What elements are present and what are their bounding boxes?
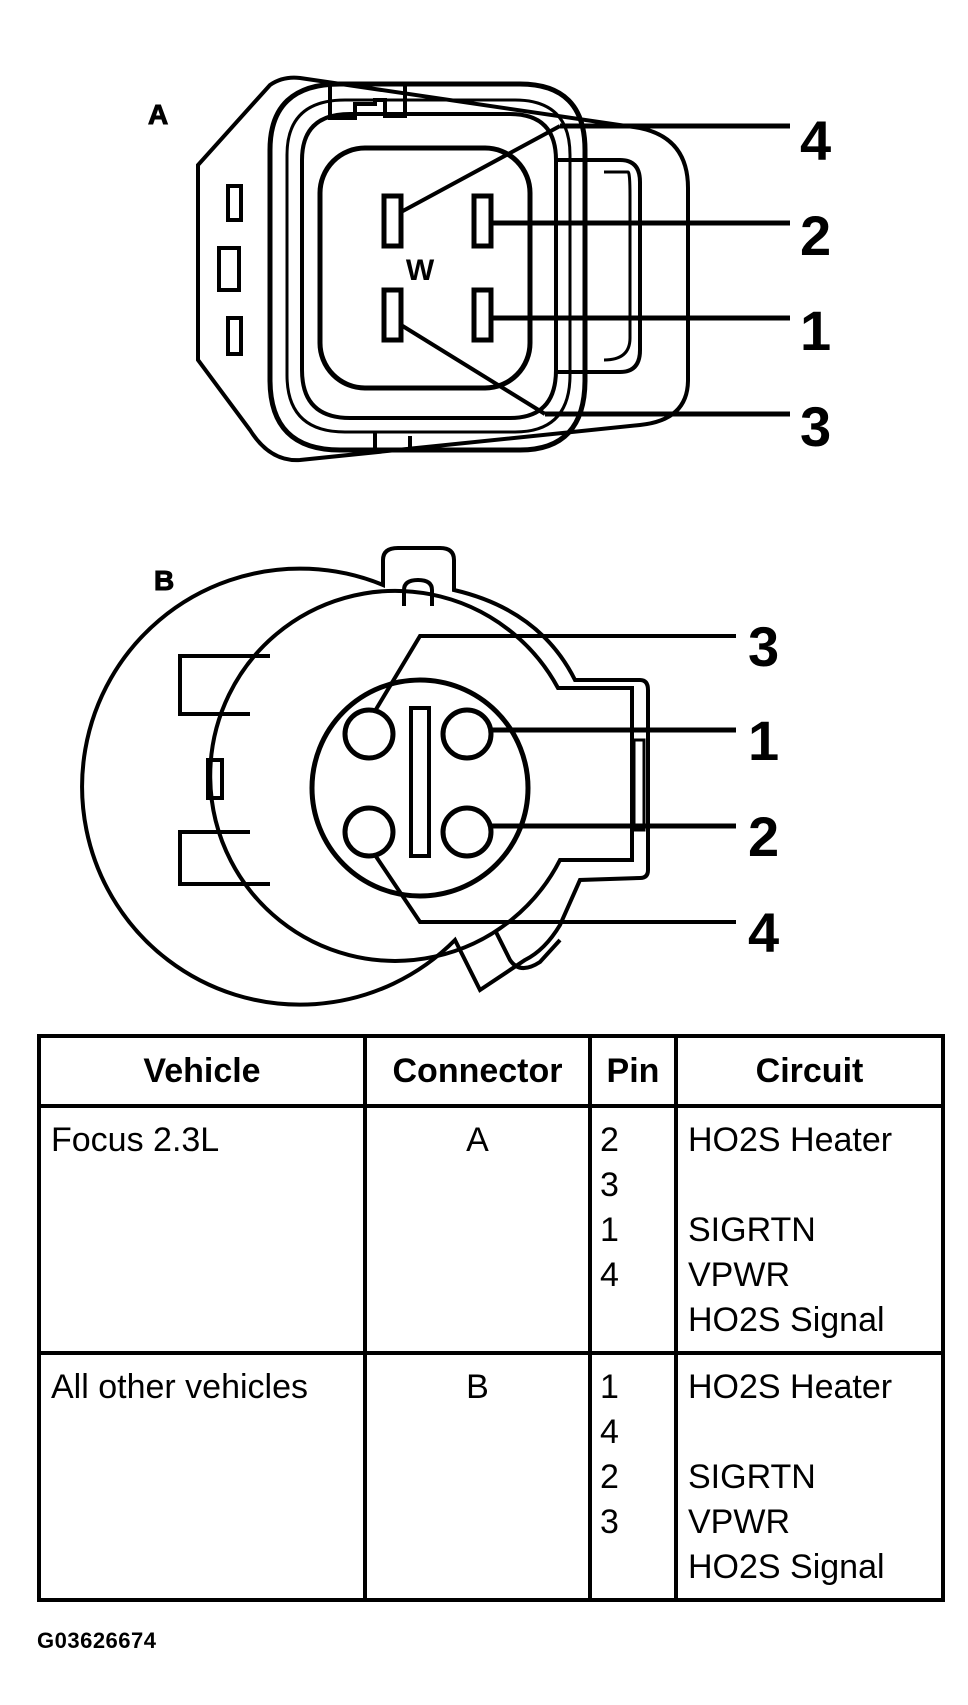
connector-a-rim	[267, 81, 588, 453]
connector-b-pin-4	[342, 805, 396, 859]
connector-b-callout-2: 2	[748, 805, 779, 868]
connector-b-ring	[208, 588, 634, 963]
cell-pins: 2 3 1 4	[588, 1104, 678, 1355]
connector-a-callout-4: 4	[800, 109, 831, 172]
figure-id: G03626674	[37, 1628, 157, 1653]
connector-a-leader-3	[399, 323, 547, 416]
connector-b-leader-4	[373, 853, 736, 924]
pin-value: 2	[600, 1121, 619, 1159]
connector-a-notch	[328, 84, 407, 120]
cell-circuits: HO2S Heater SIGRTN VPWR HO2S Signal	[674, 1104, 945, 1355]
cell-pins: 1 4 2 3	[588, 1351, 678, 1602]
connector-b-leader-3	[373, 634, 736, 713]
connector-a-side-tab	[226, 316, 243, 356]
connector-b-callout-1: 1	[748, 709, 779, 772]
pinout-table: Vehicle Connector Pin Circuit Focus 2.3L…	[37, 1034, 945, 1602]
cell-vehicle: Focus 2.3L	[37, 1104, 367, 1355]
connector-a-cavity	[317, 145, 533, 391]
connector-b-label: B	[154, 565, 174, 596]
connector-b-pin-3	[342, 707, 396, 761]
cell-connector: B	[363, 1351, 592, 1602]
circuit-value: VPWR	[688, 1256, 790, 1294]
circuit-value	[688, 1410, 931, 1455]
header-pin: Pin	[588, 1034, 678, 1108]
connector-a-callout-2: 2	[800, 204, 831, 267]
connector-a-latch	[603, 170, 632, 362]
cell-vehicle: All other vehicles	[37, 1351, 367, 1602]
connector-b-pin-2	[440, 805, 494, 859]
connector-a-label: A	[148, 99, 168, 130]
header-vehicle: Vehicle	[37, 1034, 367, 1108]
circuit-value	[688, 1163, 931, 1208]
connector-diagram: A W 4 2 1 3 B	[80, 75, 831, 1007]
connector-a-rim	[300, 112, 558, 420]
header-circuit: Circuit	[674, 1034, 945, 1108]
connector-b-key	[402, 577, 434, 606]
connector-a: A	[148, 75, 790, 463]
circuit-value: VPWR	[688, 1503, 790, 1541]
pin-value: 3	[600, 1166, 619, 1204]
connector-b-latch-slot	[632, 738, 646, 832]
connector-a-side-tab	[226, 184, 243, 222]
table-row: Focus 2.3L A 2 3 1 4 HO2S Heater SIGRTN …	[37, 1104, 945, 1355]
connector-b-latch	[494, 931, 562, 970]
pin-value: 1	[600, 1368, 619, 1406]
circuit-value: HO2S Signal	[688, 1548, 885, 1586]
connector-a-terminal-4	[381, 193, 404, 249]
connector-b-pin-1	[440, 707, 494, 761]
header-connector: Connector	[363, 1034, 592, 1108]
table-header-row: Vehicle Connector Pin Circuit	[37, 1034, 945, 1108]
connector-a-terminal-3	[381, 287, 404, 343]
connector-a-key-mark: W	[406, 254, 435, 287]
circuit-value: HO2S Heater	[688, 1368, 893, 1406]
connector-b-key-bar	[409, 706, 431, 858]
connector-a-callout-1: 1	[800, 299, 831, 362]
connector-b-housing	[80, 546, 650, 1007]
connector-a-side-tab	[217, 246, 241, 292]
connector-b-side-tab	[206, 758, 224, 800]
pin-value: 4	[600, 1256, 619, 1294]
connector-b-mount-tab	[178, 830, 270, 886]
connector-b-callout-3: 3	[748, 615, 779, 678]
pin-value: 1	[600, 1211, 619, 1249]
circuit-value: HO2S Heater	[688, 1121, 893, 1159]
connector-a-notch	[373, 432, 412, 452]
connector-b: B	[80, 546, 736, 1007]
connector-a-terminal-1	[471, 287, 494, 343]
connector-a-terminal-2	[471, 193, 494, 249]
cell-circuits: HO2S Heater SIGRTN VPWR HO2S Signal	[674, 1351, 945, 1602]
circuit-value: HO2S Signal	[688, 1301, 885, 1339]
cell-connector: A	[363, 1104, 592, 1355]
connector-a-housing	[196, 75, 690, 463]
connector-b-callout-4: 4	[748, 901, 779, 964]
table-row: All other vehicles B 1 4 2 3 HO2S Heater…	[37, 1351, 945, 1602]
pin-value: 3	[600, 1503, 619, 1541]
connector-a-latch	[556, 158, 642, 374]
circuit-value: SIGRTN	[688, 1211, 816, 1249]
pin-value: 2	[600, 1458, 619, 1496]
circuit-value: SIGRTN	[688, 1458, 816, 1496]
connector-b-mount-tab	[178, 654, 270, 716]
connector-a-callout-3: 3	[800, 395, 831, 458]
connector-a-leader-4	[400, 124, 561, 214]
connector-b-face	[309, 677, 531, 899]
pin-value: 4	[600, 1413, 619, 1451]
